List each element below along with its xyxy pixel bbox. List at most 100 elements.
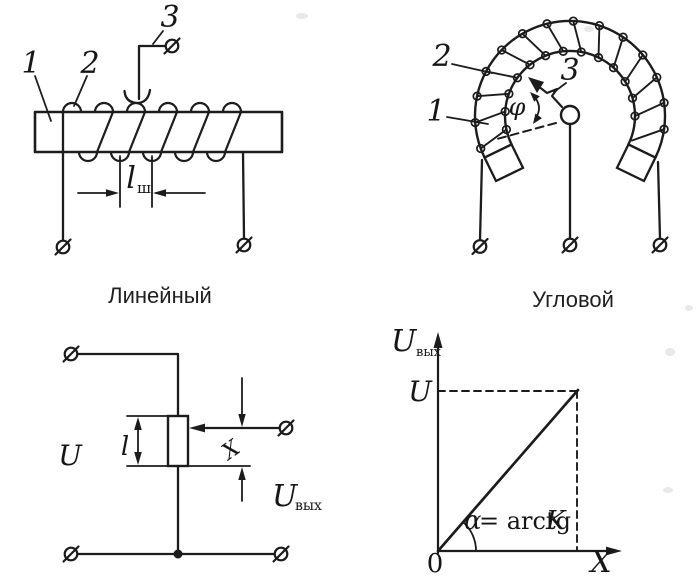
angular-right-lead [656, 160, 662, 240]
terminal-icon [62, 345, 80, 363]
graph-u-level-label: U [408, 375, 433, 408]
terminal-slash [235, 236, 253, 254]
terminal-icon [235, 236, 253, 254]
angular-core-arc [473, 19, 667, 159]
angle-symbol: φ [509, 93, 526, 121]
pitch-arrowhead-left [106, 189, 119, 197]
linear-label-core: 1 [21, 46, 40, 81]
angular-label-wiper: 3 [560, 53, 579, 88]
leader-winding [73, 75, 88, 107]
terminal-icon [163, 37, 181, 55]
terminal-circle [652, 237, 668, 253]
slope-relation-text: = arctg [479, 507, 571, 535]
terminal-circle [63, 546, 79, 562]
leader-wiper [152, 30, 164, 45]
scan-smudge [663, 487, 673, 493]
circuit-top-wire [76, 352, 180, 418]
angular-winding-turns [474, 20, 666, 150]
terminal-slash [277, 419, 295, 437]
terminal-circle [273, 546, 289, 562]
slope-gain-symbol: K [545, 506, 567, 536]
length-arrowhead-down [134, 452, 142, 465]
terminal-icon [54, 238, 72, 256]
angular-label-core: 1 [426, 94, 445, 129]
pitch-extension-lines [119, 155, 153, 208]
terminal-icon [272, 545, 290, 563]
circuit-wiper-arrowhead [189, 423, 205, 433]
linear-right-lead [241, 150, 246, 240]
terminal-slash [561, 236, 579, 254]
terminal-circle [562, 237, 578, 253]
angular-label-winding: 2 [431, 39, 451, 74]
terminal-slash [54, 238, 72, 256]
scan-smudge [665, 348, 675, 356]
supply-voltage-label: U [58, 439, 83, 472]
leader-core [446, 116, 489, 125]
angular-potentiometer-panel: 2 1 3 φ Угловой [426, 16, 669, 312]
scan-artifacts [296, 13, 693, 493]
leader-winding [451, 63, 493, 74]
leader-wiper [553, 82, 567, 93]
terminal-slash [163, 37, 181, 55]
angle-arrowhead-top [530, 92, 540, 102]
output-voltage-label: U [272, 479, 299, 514]
x-axis-arrowhead [606, 546, 622, 556]
terminal-circle [472, 239, 488, 254]
output-voltage-subscript: вых [295, 498, 322, 514]
angular-core-end-right [615, 142, 657, 183]
pitch-arrowhead-right [153, 189, 166, 197]
angular-shaft [559, 104, 581, 126]
terminal-icon [561, 236, 579, 254]
y-axis-arrowhead [433, 332, 443, 348]
pitch-symbol: l [126, 161, 136, 196]
graph-y-axis-subscript: вых [416, 345, 442, 360]
scan-smudge [685, 305, 693, 311]
leader-core [34, 75, 52, 122]
graph-origin-label: 0 [427, 549, 444, 579]
linear-label-wiper: 3 [160, 0, 179, 35]
pitch-subscript: ш [137, 179, 151, 197]
terminal-slash [62, 545, 80, 563]
graph-y-axis-label: U [391, 324, 418, 359]
terminal-icon [651, 236, 669, 254]
terminal-circle [55, 239, 71, 255]
terminal-icon [62, 545, 80, 563]
graph-x-axis-label: X [588, 545, 613, 580]
angle-arrowhead-bottom [533, 113, 542, 124]
terminal-circle [236, 237, 252, 253]
travel-arrowhead-up [238, 467, 246, 480]
linear-wiper-contact-hook [123, 88, 152, 105]
length-arrowhead-up [134, 417, 142, 430]
angular-caption: Угловой [532, 287, 614, 312]
circuit-resistor [166, 414, 190, 468]
angular-left-lead [478, 158, 484, 242]
circuit-junction-dot [173, 549, 183, 559]
terminal-circle [164, 38, 180, 54]
terminal-circle [278, 420, 294, 436]
terminal-circle [63, 346, 79, 362]
slope-alpha-symbol: α [464, 506, 482, 536]
linear-caption: Линейный [108, 283, 212, 308]
winding-length-label: l [121, 432, 129, 462]
pitch-dimension: l ш [77, 155, 206, 208]
terminal-slash [62, 345, 80, 363]
winding-turns [95, 110, 243, 154]
terminal-slash [471, 237, 489, 256]
angular-reference-dashed-line [496, 122, 557, 140]
winding-top-loops [61, 101, 243, 114]
angular-wiper-arrowhead [528, 77, 544, 93]
scan-smudge [296, 13, 308, 19]
characteristic-line [436, 388, 580, 553]
linear-core-bar [33, 110, 284, 154]
slope-angle-arc [462, 521, 477, 552]
linear-label-winding: 2 [79, 46, 99, 81]
angular-winding-inner-loops [500, 46, 640, 135]
angular-core-end-left [483, 142, 525, 183]
linear-wiper-lead [137, 44, 167, 101]
wiper-travel-label: X [216, 435, 246, 466]
graph-panel: U вых U 0 X α = arctg K [391, 324, 622, 580]
scan-smudge [584, 26, 594, 32]
terminal-icon [471, 237, 489, 256]
